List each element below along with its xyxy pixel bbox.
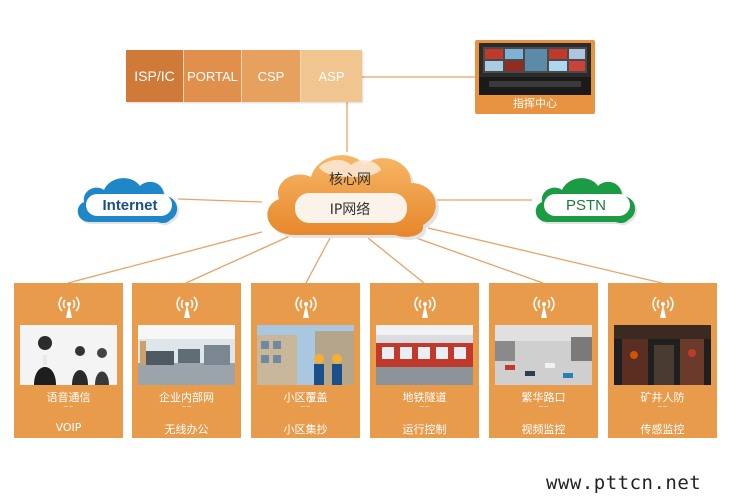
mine-photo xyxy=(614,325,711,385)
command-center-photo xyxy=(479,43,591,95)
service-portal: PORTAL xyxy=(184,50,242,102)
wireless-antenna-icon xyxy=(652,296,674,318)
panel-subtitle: 运行控制 xyxy=(402,423,447,436)
panel-subtitle: 传感监控 xyxy=(640,423,685,436)
core-network-cloud: 核心网 IP网络 xyxy=(255,145,445,243)
service-isp: ISP/IC xyxy=(126,50,184,102)
panel-subtitle: 无线办公 xyxy=(164,423,209,436)
ip-network-label: IP网络 xyxy=(329,202,371,218)
panel-mine: 矿井人防 ⁻⁻ 传感监控 xyxy=(608,283,717,438)
panel-connector: ⁻⁻ xyxy=(300,404,311,415)
internet-cloud: Internet xyxy=(72,170,184,226)
panel-connector: ⁻⁻ xyxy=(657,404,668,415)
wireless-antenna-icon xyxy=(58,296,80,318)
panel-title: 繁华路口 xyxy=(521,391,566,404)
panel-title: 地铁隧道 xyxy=(402,391,447,404)
intersection-photo xyxy=(495,325,592,385)
panel-title: 语音通信 xyxy=(46,391,91,404)
service-asp: ASP xyxy=(301,50,362,102)
office-photo xyxy=(138,325,235,385)
panel-enterprise: 企业内部网 ⁻⁻ 无线办公 xyxy=(132,283,241,438)
voice-photo xyxy=(20,325,117,385)
panel-title: 企业内部网 xyxy=(159,391,214,404)
command-center: 指挥中心 xyxy=(475,40,595,114)
service-csp: CSP xyxy=(242,50,301,102)
panel-connector: ⁻⁻ xyxy=(419,404,430,415)
panel-connector: ⁻⁻ xyxy=(538,404,549,415)
panel-subway: 地铁隧道 ⁻⁻ 运行控制 xyxy=(370,283,479,438)
core-network-label: 核心网 xyxy=(329,172,371,188)
wireless-antenna-icon xyxy=(414,296,436,318)
pstn-cloud: PSTN xyxy=(530,170,642,226)
panel-subtitle: 小区集抄 xyxy=(283,423,328,436)
service-bar: ISP/IC PORTAL CSP ASP xyxy=(126,50,362,102)
panel-subtitle: VOIP xyxy=(55,421,82,434)
wireless-antenna-icon xyxy=(533,296,555,318)
panel-title: 矿井人防 xyxy=(640,391,685,404)
wireless-antenna-icon xyxy=(295,296,317,318)
command-center-label: 指挥中心 xyxy=(513,97,557,110)
panel-title: 小区覆盖 xyxy=(283,391,328,404)
internet-label: Internet xyxy=(102,197,158,214)
wireless-antenna-icon xyxy=(176,296,198,318)
subway-photo xyxy=(376,325,473,385)
panel-community: 小区覆盖 ⁻⁻ 小区集抄 xyxy=(251,283,360,438)
panel-intersection: 繁华路口 ⁻⁻ 视频监控 xyxy=(489,283,598,438)
community-photo xyxy=(257,325,354,385)
watermark-url: www.pttcn.net xyxy=(546,472,702,494)
pstn-label: PSTN xyxy=(565,197,606,214)
panel-voice: 语音通信 ⁻⁻ VOIP xyxy=(14,283,123,438)
panel-connector: ⁻⁻ xyxy=(63,404,74,415)
panel-subtitle: 视频监控 xyxy=(521,423,566,436)
panel-connector: ⁻⁻ xyxy=(181,404,192,415)
